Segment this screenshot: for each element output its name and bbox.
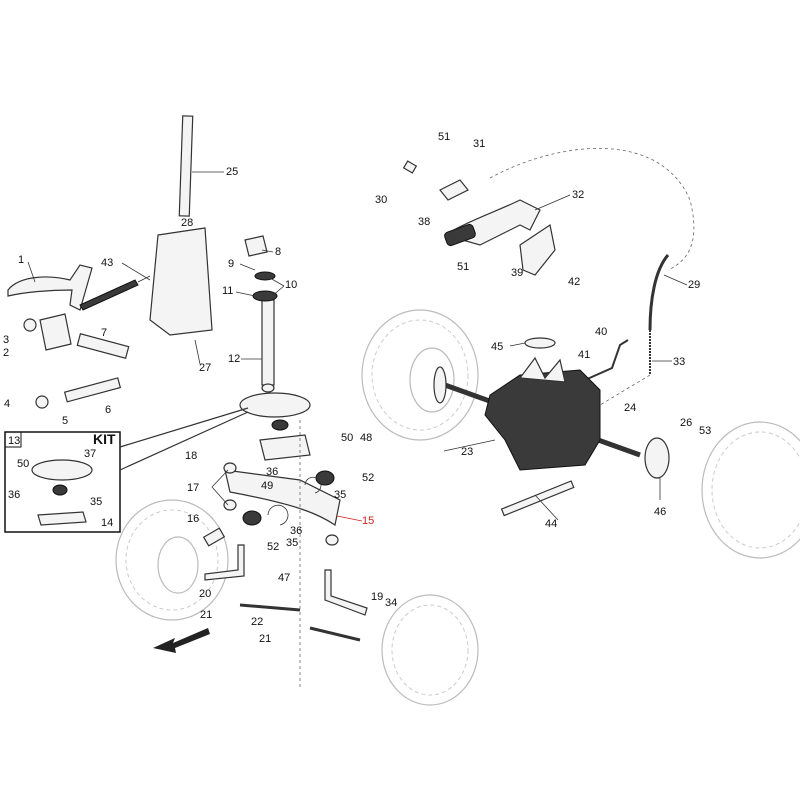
part-number-label: 37 [84, 448, 96, 460]
part-number-label: 4 [4, 398, 10, 410]
part-number-label: 26 [680, 417, 692, 429]
kit-label: KIT [93, 431, 116, 447]
part-number-label: 24 [624, 402, 636, 414]
part-number-label: 20 [199, 588, 211, 600]
spindles-tie-rods [204, 420, 368, 690]
part-number-label: 19 [371, 591, 383, 603]
part-number-label: 43 [101, 257, 113, 269]
part-number-label: 36 [266, 466, 278, 478]
front-axle-beam [202, 462, 341, 547]
part-number-label: 7 [101, 327, 107, 339]
part-number-label: 21 [259, 633, 271, 645]
part-number-label: 42 [568, 276, 580, 288]
part-number-label: 21 [200, 609, 212, 621]
part-number-label: 51 [438, 131, 450, 143]
steering-column [149, 115, 278, 393]
part-number-label: 38 [418, 216, 430, 228]
part-number-label: 11 [222, 285, 233, 297]
part-number-label: 39 [511, 267, 523, 279]
part-number-label: 48 [360, 432, 372, 444]
forward-direction-arrow [153, 628, 210, 653]
part-number-label: 35 [286, 537, 298, 549]
part-number-label: 50 [17, 458, 29, 470]
part-number-label: 8 [275, 246, 281, 258]
part-number-label: 16 [187, 513, 199, 525]
part-number-label: 15 [362, 515, 374, 527]
part-number-label: 27 [199, 362, 211, 374]
part-number-label: 25 [226, 166, 238, 178]
part-number-label: 47 [278, 572, 290, 584]
part-number-label: 28 [181, 217, 193, 229]
part-number-label: 17 [187, 482, 199, 494]
part-number-label: 45 [491, 341, 503, 353]
part-number-label: 9 [228, 258, 234, 270]
leader-lines [27, 171, 688, 522]
part-number-label: 52 [267, 541, 279, 553]
part-number-label: 22 [251, 616, 263, 628]
part-number-label: 1 [18, 254, 24, 266]
brake-lever-assembly [402, 147, 695, 276]
part-number-label: 18 [185, 450, 197, 462]
control-cable [584, 254, 670, 406]
part-number-label: 33 [673, 356, 685, 368]
part-number-label: 53 [699, 425, 711, 437]
part-number-label: 46 [654, 506, 666, 518]
part-number-label: 34 [385, 597, 397, 609]
part-number-label: 35 [90, 496, 102, 508]
front-left-wheel [115, 499, 229, 621]
part-number-label: 52 [362, 472, 374, 484]
part-number-label: 44 [545, 518, 557, 530]
part-number-label: 2 [3, 347, 9, 359]
part-number-label: 50 [341, 432, 353, 444]
part-number-label: 40 [595, 326, 607, 338]
rear-right-wheel [701, 421, 800, 559]
kit-box [4, 407, 249, 533]
part-number-label: 6 [105, 404, 111, 416]
part-number-label: 23 [461, 446, 473, 458]
part-number-label: 14 [101, 517, 113, 529]
front-right-wheel [381, 594, 479, 706]
part-number-label: 10 [285, 279, 297, 291]
part-number-label: 31 [473, 138, 485, 150]
part-number-label: 41 [578, 349, 590, 361]
rear-left-wheel [361, 309, 479, 441]
kit-number: 13 [8, 435, 20, 447]
part-number-label: 29 [688, 279, 700, 291]
part-number-label: 49 [261, 480, 273, 492]
part-number-label: 35 [334, 489, 346, 501]
drive-pedal [7, 264, 151, 409]
part-number-label: 30 [375, 194, 387, 206]
part-number-label: 36 [8, 489, 20, 501]
part-number-label: 5 [62, 415, 68, 427]
part-number-label: 36 [290, 525, 302, 537]
steering-sector [239, 392, 311, 461]
part-number-label: 51 [457, 261, 469, 273]
part-number-label: 12 [228, 353, 240, 365]
part-number-label: 3 [3, 334, 9, 346]
part-number-label: 32 [572, 189, 584, 201]
